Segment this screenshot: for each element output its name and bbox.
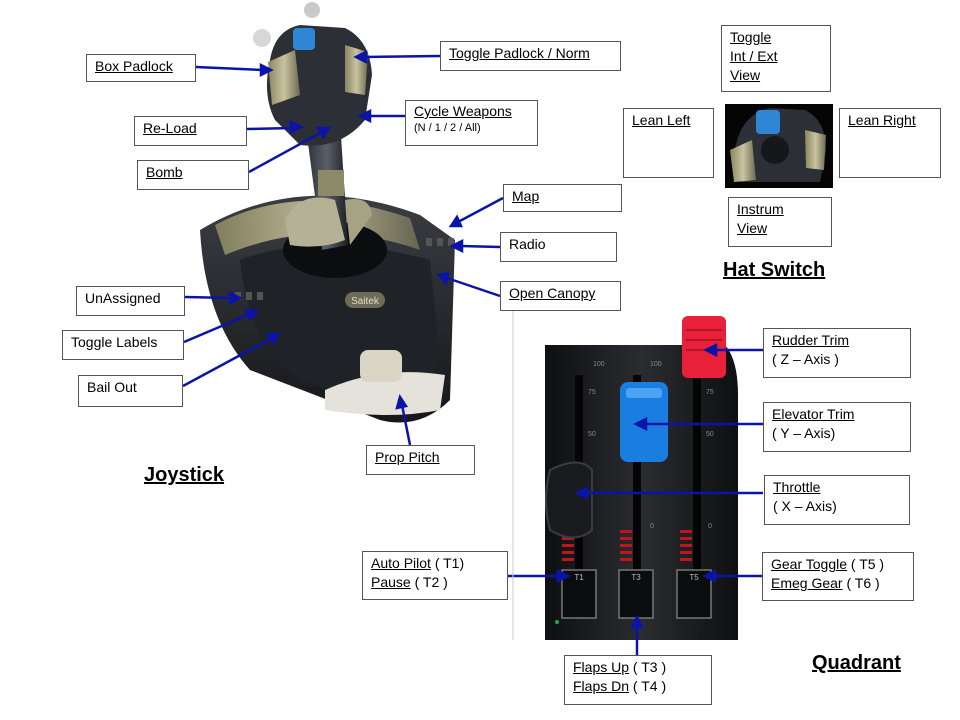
- label-unassigned-text: UnAssigned: [85, 290, 161, 306]
- scale-label-0-right: 0: [708, 523, 712, 530]
- label-flaps: Flaps Up ( T3 ) Flaps Dn ( T4 ): [564, 655, 712, 705]
- joystick-image: Saitek: [200, 2, 455, 423]
- label-elevator-trim: Elevator Trim ( Y – Axis): [763, 402, 911, 452]
- label-gear-toggle: Gear Toggle ( T5 ) Emeg Gear ( T6 ): [762, 552, 914, 601]
- label-reload: Re-Load: [134, 116, 247, 146]
- joystick-blue-button: [293, 28, 315, 50]
- label-map: Map: [503, 184, 622, 212]
- label-throttle: Throttle ( X – Axis): [764, 475, 910, 525]
- label-auto-pilot-text: Auto Pilot: [371, 555, 431, 571]
- label-rudder-axis: ( Z – Axis ): [772, 351, 839, 367]
- scale-label-75: 75: [588, 389, 596, 396]
- scale-label-50-right: 50: [706, 431, 714, 438]
- heading-hat-switch: Hat Switch: [723, 259, 826, 281]
- quadrant-status-led: [555, 620, 559, 624]
- hat-right-text: Lean Right: [848, 112, 916, 128]
- label-bomb-text: Bomb: [146, 164, 183, 180]
- hat-down-box: Instrum View: [728, 197, 832, 247]
- hat-up-box: Toggle Int / Ext View: [721, 25, 831, 92]
- quadrant-button-t3: [618, 569, 654, 619]
- label-pause-key: ( T2 ): [410, 574, 448, 590]
- label-emeg-gear-text: Emeg Gear: [771, 575, 843, 591]
- label-open-canopy: Open Canopy: [500, 281, 621, 311]
- quadrant-slot-right: [693, 375, 701, 575]
- joystick-ring: [318, 170, 344, 196]
- label-elevator-axis: ( Y – Axis): [772, 425, 836, 441]
- quadrant-slot-middle: [633, 375, 641, 575]
- hat-right-box: Lean Right: [839, 108, 941, 178]
- quadrant-image: 100 100 75 75 50 50 0 0 T1 T3 T5: [545, 316, 738, 640]
- label-cycle-weapons-sub: (N / 1 / 2 / All): [414, 122, 481, 134]
- hat-down-line1: Instrum: [737, 201, 784, 217]
- quadrant-button-t5-label: T5: [689, 573, 699, 582]
- label-flaps-dn-text: Flaps Dn: [573, 678, 630, 694]
- label-map-text: Map: [512, 188, 540, 204]
- hat-left-text: Lean Left: [632, 112, 691, 128]
- joystick-brand-plate: [345, 292, 385, 308]
- joystick-brand-text: Saitek: [351, 296, 380, 307]
- label-bomb: Bomb: [137, 160, 249, 190]
- scale-label-75-right: 75: [706, 389, 714, 396]
- label-gear-toggle-key: ( T5 ): [847, 556, 885, 572]
- quadrant-button-t1: [561, 569, 597, 619]
- prop-pitch-wheel: [360, 350, 402, 382]
- label-elevator-trim-text: Elevator Trim: [772, 406, 855, 422]
- label-prop-pitch-text: Prop Pitch: [375, 449, 440, 465]
- label-auto-pilot-key: ( T1): [430, 555, 465, 571]
- label-toggle-labels: Toggle Labels: [62, 330, 184, 360]
- quadrant-button-t5: [676, 569, 712, 619]
- joystick-handle-metal: [268, 50, 300, 105]
- scale-label-top-2: 100: [650, 361, 662, 368]
- callout-arrows: [182, 49, 763, 655]
- label-toggle-padlock: Toggle Padlock / Norm: [440, 41, 621, 71]
- throttle-lever: [545, 461, 593, 539]
- rudder-trim-lever: [682, 316, 726, 378]
- label-gear-toggle-text: Gear Toggle: [771, 556, 848, 572]
- label-cycle-weapons-text: Cycle Weapons: [414, 103, 512, 119]
- label-throttle-text: Throttle: [773, 479, 821, 495]
- label-rudder-trim: Rudder Trim ( Z – Axis ): [763, 328, 911, 378]
- label-box-padlock: Box Padlock: [86, 54, 196, 82]
- label-reload-text: Re-Load: [143, 120, 197, 136]
- label-flaps-up-text: Flaps Up: [573, 659, 630, 675]
- label-bail-out-text: Bail Out: [87, 379, 137, 395]
- heading-quadrant: Quadrant: [812, 652, 901, 674]
- label-box-padlock-text: Box Padlock: [95, 58, 173, 74]
- quadrant-button-t1-label: T1: [574, 573, 584, 582]
- label-toggle-padlock-text: Toggle Padlock / Norm: [449, 45, 590, 61]
- label-bail-out: Bail Out: [78, 375, 183, 407]
- scale-label-top: 100: [593, 361, 605, 368]
- label-auto-pilot: Auto Pilot ( T1) Pause ( T2 ): [362, 551, 508, 600]
- scale-label-50: 50: [588, 431, 596, 438]
- hat-up-line3: View: [730, 67, 761, 83]
- label-radio-text: Radio: [509, 236, 546, 252]
- scale-label-0: 0: [650, 523, 654, 530]
- label-rudder-trim-text: Rudder Trim: [772, 332, 850, 348]
- label-cycle-weapons: Cycle Weapons (N / 1 / 2 / All): [405, 100, 538, 146]
- hat-down-line2: View: [737, 220, 768, 236]
- label-toggle-labels-text: Toggle Labels: [71, 334, 158, 350]
- label-unassigned: UnAssigned: [76, 286, 185, 316]
- joystick-palm-rest: [325, 372, 445, 415]
- hat-switch-image: [725, 104, 833, 188]
- quadrant-button-t3-label: T3: [631, 573, 641, 582]
- hat-left-box: Lean Left: [623, 108, 714, 178]
- label-flaps-up-key: ( T3 ): [629, 659, 667, 675]
- heading-joystick: Joystick: [144, 464, 225, 486]
- label-emeg-gear-key: ( T6 ): [842, 575, 880, 591]
- joystick-pinkie-lever: [285, 197, 345, 247]
- label-prop-pitch: Prop Pitch: [366, 445, 475, 475]
- label-open-canopy-text: Open Canopy: [509, 285, 596, 301]
- hat-up-line1: Toggle: [730, 29, 772, 45]
- label-radio: Radio: [500, 232, 617, 262]
- label-flaps-dn-key: ( T4 ): [629, 678, 667, 694]
- hat-up-line2: Int / Ext: [730, 48, 778, 64]
- label-throttle-axis: ( X – Axis): [773, 498, 837, 514]
- label-pause-text: Pause: [371, 574, 411, 590]
